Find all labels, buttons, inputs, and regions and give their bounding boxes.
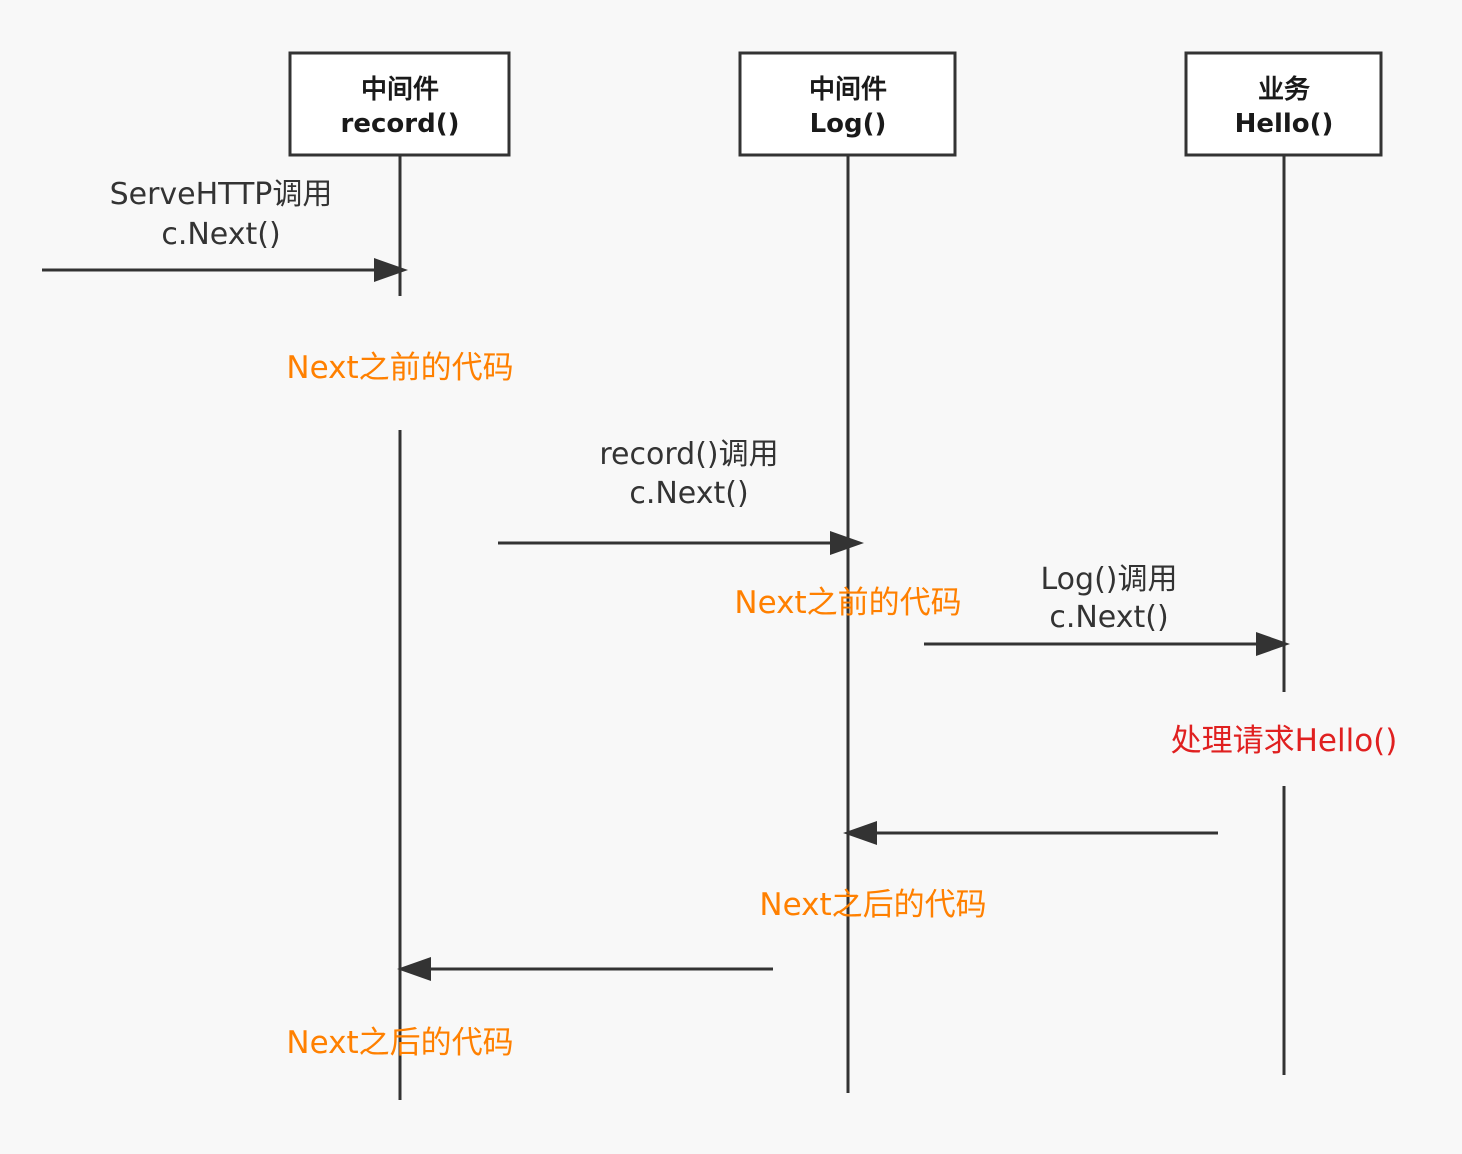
participant-hello: 业务 Hello()	[1184, 51, 1383, 157]
lifelines	[398, 155, 1286, 1100]
participant-hello-line1: 业务	[1258, 75, 1310, 105]
message-label-log-to-hello-line1: Log()调用	[1041, 562, 1178, 597]
participant-record-line2: record()	[341, 109, 460, 139]
message-label-servehttp-line2: c.Next()	[161, 217, 280, 252]
message-label-servehttp-line1: ServeHTTP调用	[110, 177, 333, 212]
note-hello-handle-request: 处理请求Hello()	[1171, 723, 1398, 759]
participant-log-line1: 中间件	[809, 75, 887, 105]
participant-log-line2: Log()	[810, 109, 887, 139]
note-record-before-next: Next之前的代码	[286, 350, 513, 386]
participant-hello-line2: Hello()	[1235, 109, 1334, 139]
participant-box	[738, 51, 957, 157]
message-label-record-to-log-line1: record()调用	[599, 437, 778, 472]
message-labels: ServeHTTP调用 c.Next() record()调用 c.Next()…	[110, 177, 1178, 635]
note-log-after-next: Next之后的代码	[759, 887, 986, 923]
messages	[42, 258, 1290, 981]
participant-record: 中间件 record()	[288, 51, 511, 157]
participant-box	[288, 51, 511, 157]
message-label-record-to-log-line2: c.Next()	[629, 476, 748, 511]
participant-box	[1184, 51, 1383, 157]
notes: Next之前的代码 Next之前的代码 处理请求Hello() Next之后的代…	[286, 350, 1397, 1061]
participant-log: 中间件 Log()	[738, 51, 957, 157]
participant-record-line1: 中间件	[361, 75, 439, 105]
message-label-log-to-hello-line2: c.Next()	[1049, 600, 1168, 635]
note-log-before-next: Next之前的代码	[734, 585, 961, 621]
note-record-after-next: Next之后的代码	[286, 1025, 513, 1061]
